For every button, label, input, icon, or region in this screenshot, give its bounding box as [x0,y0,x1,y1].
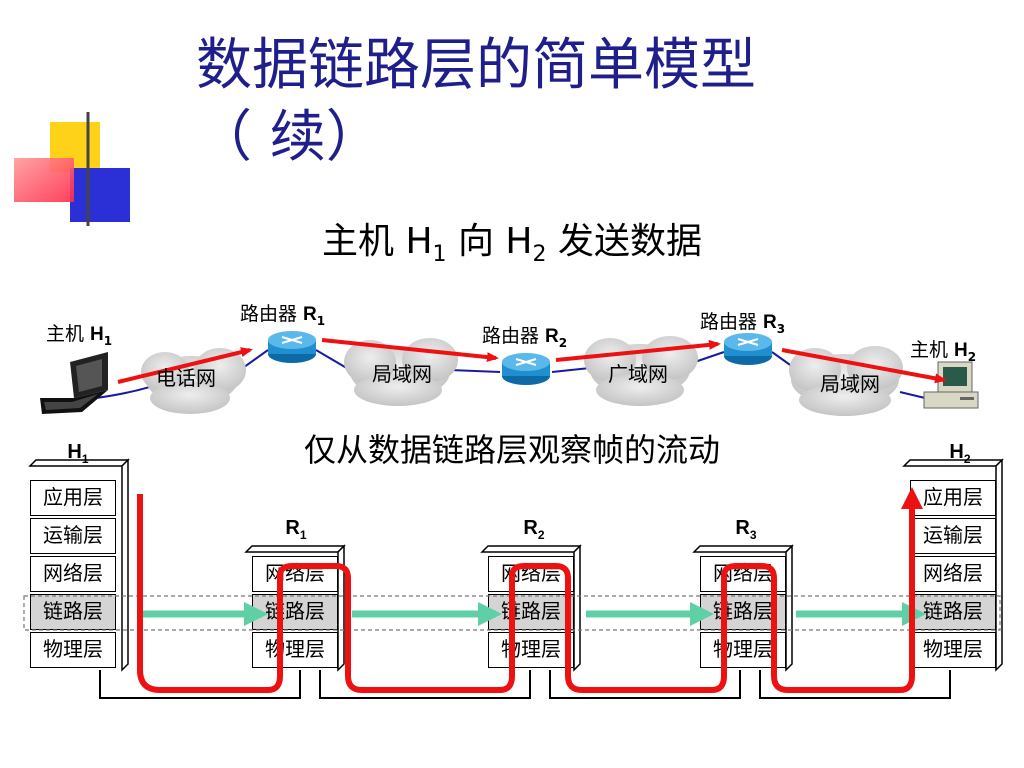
subtitle-sub-1: 1 [432,242,447,268]
flow-arrow [117,347,253,384]
subtitle-sub-2: 2 [532,242,547,268]
stack-h2-sub: 2 [963,452,971,466]
flow-arrow [781,348,947,384]
stack-h1-sub: 1 [81,452,89,466]
router1-prefix: 路由器 [240,303,304,325]
stack-r1-letter: R [285,517,300,539]
router1-label: 路由器 R1 [240,302,325,333]
router1-sub: 1 [316,313,326,328]
stack-r3-sub: 3 [749,528,757,542]
host2-sub: 2 [967,349,977,364]
router2-sub: 2 [558,335,568,350]
cloud-icon [344,338,458,406]
title-line-2: （ 续） [196,105,382,170]
red-data-path [137,487,923,693]
stack-h2-letter: H [949,441,964,463]
stack-r2-letter: R [523,517,538,539]
subtitle-pre: 主机 H [322,221,433,262]
cloud-icon [584,336,698,406]
router-icon [502,353,550,385]
subtitle-post: 发送数据 [546,221,702,262]
router3-prefix: 路由器 [700,311,764,333]
h2-layer-physical: 物理层 [910,632,996,668]
router-icon [268,331,316,363]
stack-box-r3 [692,544,794,672]
caption: 仅从数据链路层观察帧的流动 [303,431,720,469]
router2-prefix: 路由器 [482,325,546,347]
desktop-computer-icon [923,361,979,409]
host2-label: 主机 H2 [910,338,976,369]
flow-arrow [555,339,721,362]
physical-link [319,670,531,699]
flow-arrow [321,338,499,363]
physical-link [99,670,301,699]
stack-box-r2 [480,544,582,672]
host1-letter: H [90,324,104,345]
host1-label: 主机 H1 [46,322,112,353]
h2-layer-application: 应用层 [910,480,996,516]
stack-h2-label: H2 [930,440,990,471]
router2-letter: R [545,326,559,347]
h1-layer-application: 应用层 [30,480,116,516]
host1-sub: 1 [103,333,113,348]
title-line-1: 数据链路层的简单模型 [196,33,756,98]
router3-label: 路由器 R3 [700,310,785,341]
cloud-label-lan-1: 局域网 [372,362,432,386]
physical-link [759,670,951,699]
host1-prefix: 主机 [46,323,91,345]
r1-layer-physical: 物理层 [252,632,338,668]
physical-link [549,670,741,699]
cloud-label-phone: 电话网 [156,366,216,390]
h1-layer-link: 链路层 [30,594,116,630]
h1-layer-network: 网络层 [30,556,116,592]
subtitle: 主机 H1 向 H2 发送数据 [0,220,1024,277]
page-title: 数据链路层的简单模型 （ 续） [196,30,756,174]
router3-sub: 3 [776,321,786,336]
subtitle-mid: 向 H [446,221,533,262]
host2-prefix: 主机 [910,339,955,361]
stack-r1-label: R1 [266,516,326,547]
h2-layer-transport: 运输层 [910,518,996,554]
cloud-label-wan: 广域网 [608,362,668,386]
stack-box-h1 [28,458,130,672]
router2-label: 路由器 R2 [482,324,567,355]
stack-r2-label: R2 [504,516,564,547]
stack-r3-label: R3 [716,516,776,547]
stack-r2-sub: 2 [537,528,545,542]
h1-layer-transport: 运输层 [30,518,116,554]
router-icon [724,333,772,365]
stack-r3-letter: R [735,517,750,539]
stack-box-r1 [244,544,346,672]
laptop-icon [40,352,108,414]
router1-letter: R [303,304,317,325]
link-line [315,349,351,371]
link-line [551,367,591,373]
stack-h1-label: H1 [48,440,108,471]
h1-layer-physical: 物理层 [30,632,116,668]
stack-h1-letter: H [67,441,82,463]
host2-letter: H [954,340,968,361]
stack-r1-sub: 1 [299,528,307,542]
link-line [449,369,501,373]
router3-letter: R [763,312,777,333]
h2-layer-network: 网络层 [910,556,996,592]
decor-blue-square [70,168,130,222]
link-line [899,391,926,399]
decor-red-square [14,158,74,202]
cloud-label-lan-2: 局域网 [820,372,880,396]
